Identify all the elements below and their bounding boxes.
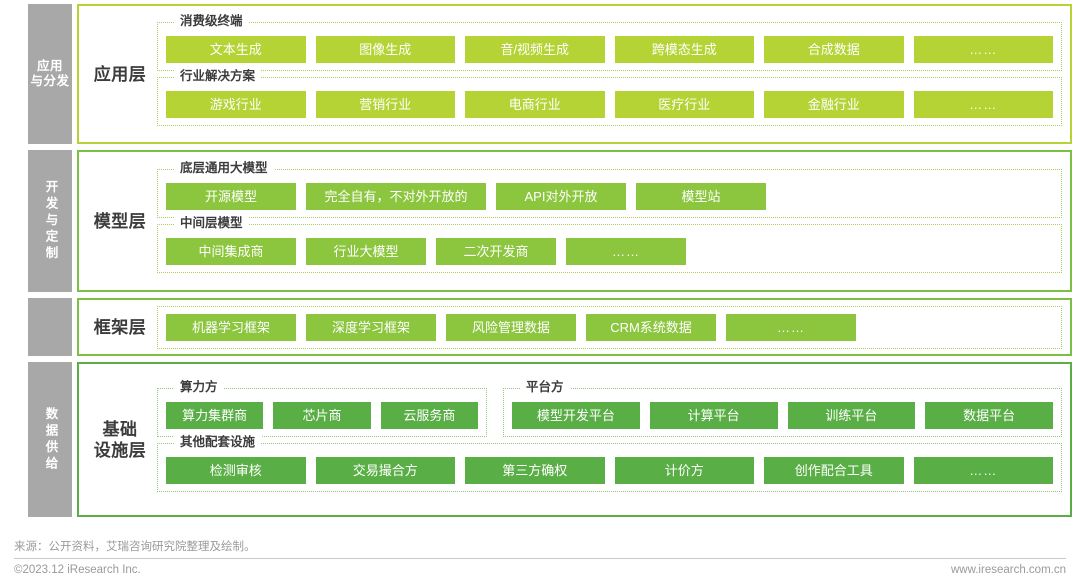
group-industry-solution: 行业解决方案 游戏行业 营销行业 电商行业 医疗行业 金融行业 …… (157, 69, 1062, 126)
infrastructure-top-row: 算力方 算力集群商 芯片商 云服务商 平台方 模型开发平台 计算平台 训练平台 (157, 379, 1062, 437)
sidebar-spacer-development (28, 298, 72, 356)
infrastructure-layer-body: 算力方 算力集群商 芯片商 云服务商 平台方 模型开发平台 计算平台 训练平台 (157, 379, 1062, 492)
group-label-other-facilities: 其他配套设施 (174, 434, 262, 449)
chip-creation-support-tool[interactable]: 创作配合工具 (764, 456, 904, 484)
chip-api-open[interactable]: API对外开放 (496, 183, 626, 210)
chip-cloud-service-vendor[interactable]: 云服务商 (380, 401, 478, 429)
footer-source: 来源：公开资料，艾瑞咨询研究院整理及绘制。 (14, 540, 1066, 559)
chip-text-generation[interactable]: 文本生成 (166, 36, 306, 63)
row-consumer-terminal: 文本生成 图像生成 音/视频生成 跨模态生成 合成数据 …… (166, 36, 1053, 63)
footer-website: www.iresearch.com.cn (950, 564, 1066, 576)
chip-finance-industry[interactable]: 金融行业 (764, 91, 904, 118)
footer-copyright: ©2023.12 iResearch Inc. (14, 564, 141, 576)
group-label-consumer-terminal: 消费级终端 (174, 14, 249, 28)
panel-framework-layer: 框架层 机器学习框架 深度学习框架 风险管理数据 CRM系统数据 …… (77, 298, 1072, 356)
chip-more-industry[interactable]: …… (913, 91, 1053, 118)
chip-third-party-rights[interactable]: 第三方确权 (465, 456, 605, 484)
sidebar-item-data-supply: 数据供给 (28, 362, 72, 517)
chip-compute-platform[interactable]: 计算平台 (649, 401, 778, 429)
chip-crossmodal-generation[interactable]: 跨模态生成 (614, 36, 754, 63)
chip-image-generation[interactable]: 图像生成 (315, 36, 455, 63)
band-infrastructure: 数据供给 基础 设施层 算力方 算力集群商 芯片商 云服务商 (28, 362, 1072, 517)
band-application: 应用 与分发 应用层 消费级终端 文本生成 图像生成 音/视频生成 跨模态生成 … (28, 4, 1072, 144)
layer-title-application: 应用层 (93, 64, 147, 84)
band-model: 开发与定制 模型层 底层通用大模型 开源模型 完全自有，不对外开放的 API对外… (28, 150, 1072, 292)
band-framework: 框架层 机器学习框架 深度学习框架 风险管理数据 CRM系统数据 …… (28, 298, 1072, 356)
chip-model-dev-platform[interactable]: 模型开发平台 (512, 401, 640, 429)
chip-medical-industry[interactable]: 医疗行业 (614, 91, 754, 118)
chip-model-hub[interactable]: 模型站 (636, 183, 766, 210)
chip-fully-proprietary-closed[interactable]: 完全自有，不对外开放的 (306, 183, 486, 210)
chip-dl-framework[interactable]: 深度学习框架 (306, 313, 436, 341)
model-layer-body: 底层通用大模型 开源模型 完全自有，不对外开放的 API对外开放 模型站 中间层… (157, 161, 1062, 273)
framework-layer-body: 机器学习框架 深度学习框架 风险管理数据 CRM系统数据 …… (157, 305, 1062, 349)
chip-more-consumer[interactable]: …… (913, 36, 1053, 63)
chip-open-source-model[interactable]: 开源模型 (166, 183, 296, 210)
chip-secondary-developer[interactable]: 二次开发商 (436, 238, 556, 265)
chip-data-platform[interactable]: 数据平台 (925, 401, 1053, 429)
chip-industry-large-model[interactable]: 行业大模型 (306, 238, 426, 265)
row-industry-solution: 游戏行业 营销行业 电商行业 医疗行业 金融行业 …… (166, 91, 1053, 118)
application-layer-body: 消费级终端 文本生成 图像生成 音/视频生成 跨模态生成 合成数据 …… 行业解… (157, 14, 1062, 126)
group-foundation-model: 底层通用大模型 开源模型 完全自有，不对外开放的 API对外开放 模型站 (157, 161, 1062, 218)
chip-ecommerce-industry[interactable]: 电商行业 (465, 91, 605, 118)
chip-audio-video-generation[interactable]: 音/视频生成 (465, 36, 605, 63)
row-compute-provider: 算力集群商 芯片商 云服务商 (166, 401, 478, 429)
panel-application-layer: 应用层 消费级终端 文本生成 图像生成 音/视频生成 跨模态生成 合成数据 ……… (77, 4, 1072, 144)
row-framework-items: 机器学习框架 深度学习框架 风险管理数据 CRM系统数据 …… (166, 313, 1053, 341)
chip-gaming-industry[interactable]: 游戏行业 (166, 91, 306, 118)
layer-title-framework: 框架层 (93, 317, 147, 337)
chip-more-middle-layer[interactable]: …… (566, 238, 686, 265)
group-consumer-terminal: 消费级终端 文本生成 图像生成 音/视频生成 跨模态生成 合成数据 …… (157, 14, 1062, 71)
sidebar-label-line1: 应用 (36, 59, 63, 73)
chip-more-facilities[interactable]: …… (913, 456, 1053, 484)
group-label-industry-solution: 行业解决方案 (174, 69, 262, 83)
sidebar-item-development-customization: 开发与定制 (28, 150, 72, 292)
chip-more-framework[interactable]: …… (726, 313, 856, 341)
group-label-compute-provider: 算力方 (174, 379, 224, 394)
panel-infrastructure-layer: 基础 设施层 算力方 算力集群商 芯片商 云服务商 平台方 (77, 362, 1072, 517)
group-label-platform-provider: 平台方 (520, 379, 570, 394)
group-label-foundation-model: 底层通用大模型 (174, 161, 274, 175)
chip-ml-framework[interactable]: 机器学习框架 (166, 313, 296, 341)
sidebar-label-line2: 与分发 (30, 74, 70, 88)
group-middle-layer-model: 中间层模型 中间集成商 行业大模型 二次开发商 …… (157, 216, 1062, 273)
layer-title-model: 模型层 (93, 211, 147, 231)
row-middle-layer-model: 中间集成商 行业大模型 二次开发商 …… (166, 238, 1053, 265)
industry-chain-diagram: 应用 与分发 应用层 消费级终端 文本生成 图像生成 音/视频生成 跨模态生成 … (28, 4, 1072, 529)
chip-chip-vendor[interactable]: 芯片商 (273, 401, 371, 429)
group-platform-provider: 平台方 模型开发平台 计算平台 训练平台 数据平台 (503, 379, 1062, 437)
group-label-middle-layer-model: 中间层模型 (174, 216, 249, 230)
sidebar-item-application-distribution: 应用 与分发 (28, 4, 72, 144)
chip-pricing-party[interactable]: 计价方 (614, 456, 754, 484)
chip-middleware-integrator[interactable]: 中间集成商 (166, 238, 296, 265)
group-other-facilities: 其他配套设施 检测审核 交易撮合方 第三方确权 计价方 创作配合工具 …… (157, 434, 1062, 492)
group-compute-provider: 算力方 算力集群商 芯片商 云服务商 (157, 379, 487, 437)
panel-model-layer: 模型层 底层通用大模型 开源模型 完全自有，不对外开放的 API对外开放 模型站… (77, 150, 1072, 292)
chip-crm-system-data[interactable]: CRM系统数据 (586, 313, 716, 341)
chip-compute-cluster-vendor[interactable]: 算力集群商 (166, 401, 264, 429)
layer-title-infrastructure: 基础 设施层 (83, 419, 157, 461)
chip-transaction-broker[interactable]: 交易撮合方 (315, 456, 455, 484)
chip-training-platform[interactable]: 训练平台 (787, 401, 916, 429)
chip-marketing-industry[interactable]: 营销行业 (315, 91, 455, 118)
row-platform-provider: 模型开发平台 计算平台 训练平台 数据平台 (512, 401, 1053, 429)
layer-title-infrastructure-line1: 基础 (102, 419, 138, 439)
footer-bottom-line: ©2023.12 iResearch Inc. www.iresearch.co… (14, 559, 1066, 577)
chip-synthetic-data[interactable]: 合成数据 (764, 36, 904, 63)
footer: 来源：公开资料，艾瑞咨询研究院整理及绘制。 ©2023.12 iResearch… (14, 540, 1066, 577)
row-foundation-model: 开源模型 完全自有，不对外开放的 API对外开放 模型站 (166, 183, 1053, 210)
chip-inspection-audit[interactable]: 检测审核 (166, 456, 306, 484)
row-other-facilities: 检测审核 交易撮合方 第三方确权 计价方 创作配合工具 …… (166, 456, 1053, 484)
group-framework-items: 机器学习框架 深度学习框架 风险管理数据 CRM系统数据 …… (157, 305, 1062, 349)
layer-title-infrastructure-line2: 设施层 (93, 440, 147, 460)
chip-risk-management-data[interactable]: 风险管理数据 (446, 313, 576, 341)
